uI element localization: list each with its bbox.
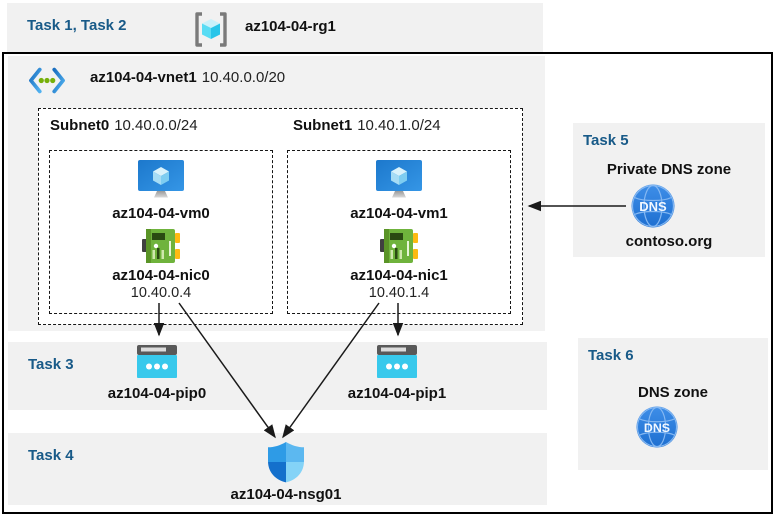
nsg-label: az104-04-nsg01 <box>230 486 342 503</box>
nic1-label: az104-04-nic1 <box>350 267 448 284</box>
subnet1-name: Subnet1 <box>293 117 353 134</box>
subnet1-cidr: 10.40.1.0/24 <box>357 117 441 134</box>
subnet1-title: Subnet1 10.40.1.0/24 <box>293 117 441 134</box>
task12-band: Task 1, Task 2 az104-04-rg1 <box>7 3 543 52</box>
task6-label: Task 6 <box>588 347 634 364</box>
outer-frame <box>2 52 773 514</box>
pip0-label: az104-04-pip0 <box>107 385 207 402</box>
task4-label: Task 4 <box>28 447 74 464</box>
subnet1-box: az104-04-vm1 az104-04-nic1 10.40.1.4 <box>287 150 511 314</box>
network-interface-icon <box>380 229 418 263</box>
vnet-title: az104-04-vnet1 10.40.0.0/20 <box>90 69 285 86</box>
subnet0-title: Subnet0 10.40.0.0/24 <box>50 117 198 134</box>
subnet0-box: az104-04-vm0 az104-04-nic0 10.40.0.4 <box>49 150 273 314</box>
nsg-group: az104-04-nsg01 <box>203 441 369 503</box>
task5-label: Task 5 <box>583 132 629 149</box>
nic0-label: az104-04-nic0 <box>112 267 210 284</box>
nic0-ip: 10.40.0.4 <box>130 285 192 301</box>
network-interface-icon <box>142 229 180 263</box>
public-ip-icon <box>137 345 177 378</box>
private-dns-zone-title: Private DNS zone <box>606 161 732 178</box>
vnet-cidr: 10.40.0.0/20 <box>201 69 286 86</box>
virtual-machine-icon <box>376 160 422 198</box>
svg-text:DNS: DNS <box>639 199 667 214</box>
vnet-container: az104-04-vnet1 10.40.0.0/20 Subnet0 10.4… <box>8 56 545 331</box>
pip1-group: az104-04-pip1 <box>327 345 467 402</box>
nic1-ip: 10.40.1.4 <box>368 285 430 301</box>
dns-zone-icon: DNS <box>631 184 675 228</box>
subnet0-name: Subnet0 <box>50 117 110 134</box>
pip0-group: az104-04-pip0 <box>87 345 227 402</box>
svg-text:DNS: DNS <box>644 421 670 435</box>
subnets-group-box: Subnet0 10.40.0.0/24 Subnet1 10.40.1.0/2… <box>38 108 523 325</box>
vm0-label: az104-04-vm0 <box>112 205 210 222</box>
virtual-machine-icon <box>138 160 184 198</box>
task12-label: Task 1, Task 2 <box>27 17 127 34</box>
vm1-label: az104-04-vm1 <box>350 205 448 222</box>
private-dns-zone-name: contoso.org <box>625 233 713 250</box>
task5-box: Task 5 Private DNS zone DNS contoso.org <box>573 123 765 257</box>
public-ip-icon <box>377 345 417 378</box>
resource-group-label: az104-04-rg1 <box>245 18 336 35</box>
vnet-name: az104-04-vnet1 <box>90 69 197 86</box>
resource-group-icon <box>195 12 227 47</box>
network-security-group-icon <box>268 442 304 483</box>
task3-band: Task 3 az104-04-pip0 az104-04-pip1 <box>8 342 547 410</box>
dns-zone-title: DNS zone <box>637 384 708 401</box>
subnet0-cidr: 10.40.0.0/24 <box>114 117 198 134</box>
dns-zone-icon: DNS <box>636 406 678 448</box>
task3-label: Task 3 <box>28 356 74 373</box>
task4-band: Task 4 az104-04-nsg01 <box>8 433 547 505</box>
task6-box: Task 6 DNS zone DNS <box>578 338 768 470</box>
pip1-label: az104-04-pip1 <box>347 385 447 402</box>
virtual-network-icon <box>29 67 65 94</box>
